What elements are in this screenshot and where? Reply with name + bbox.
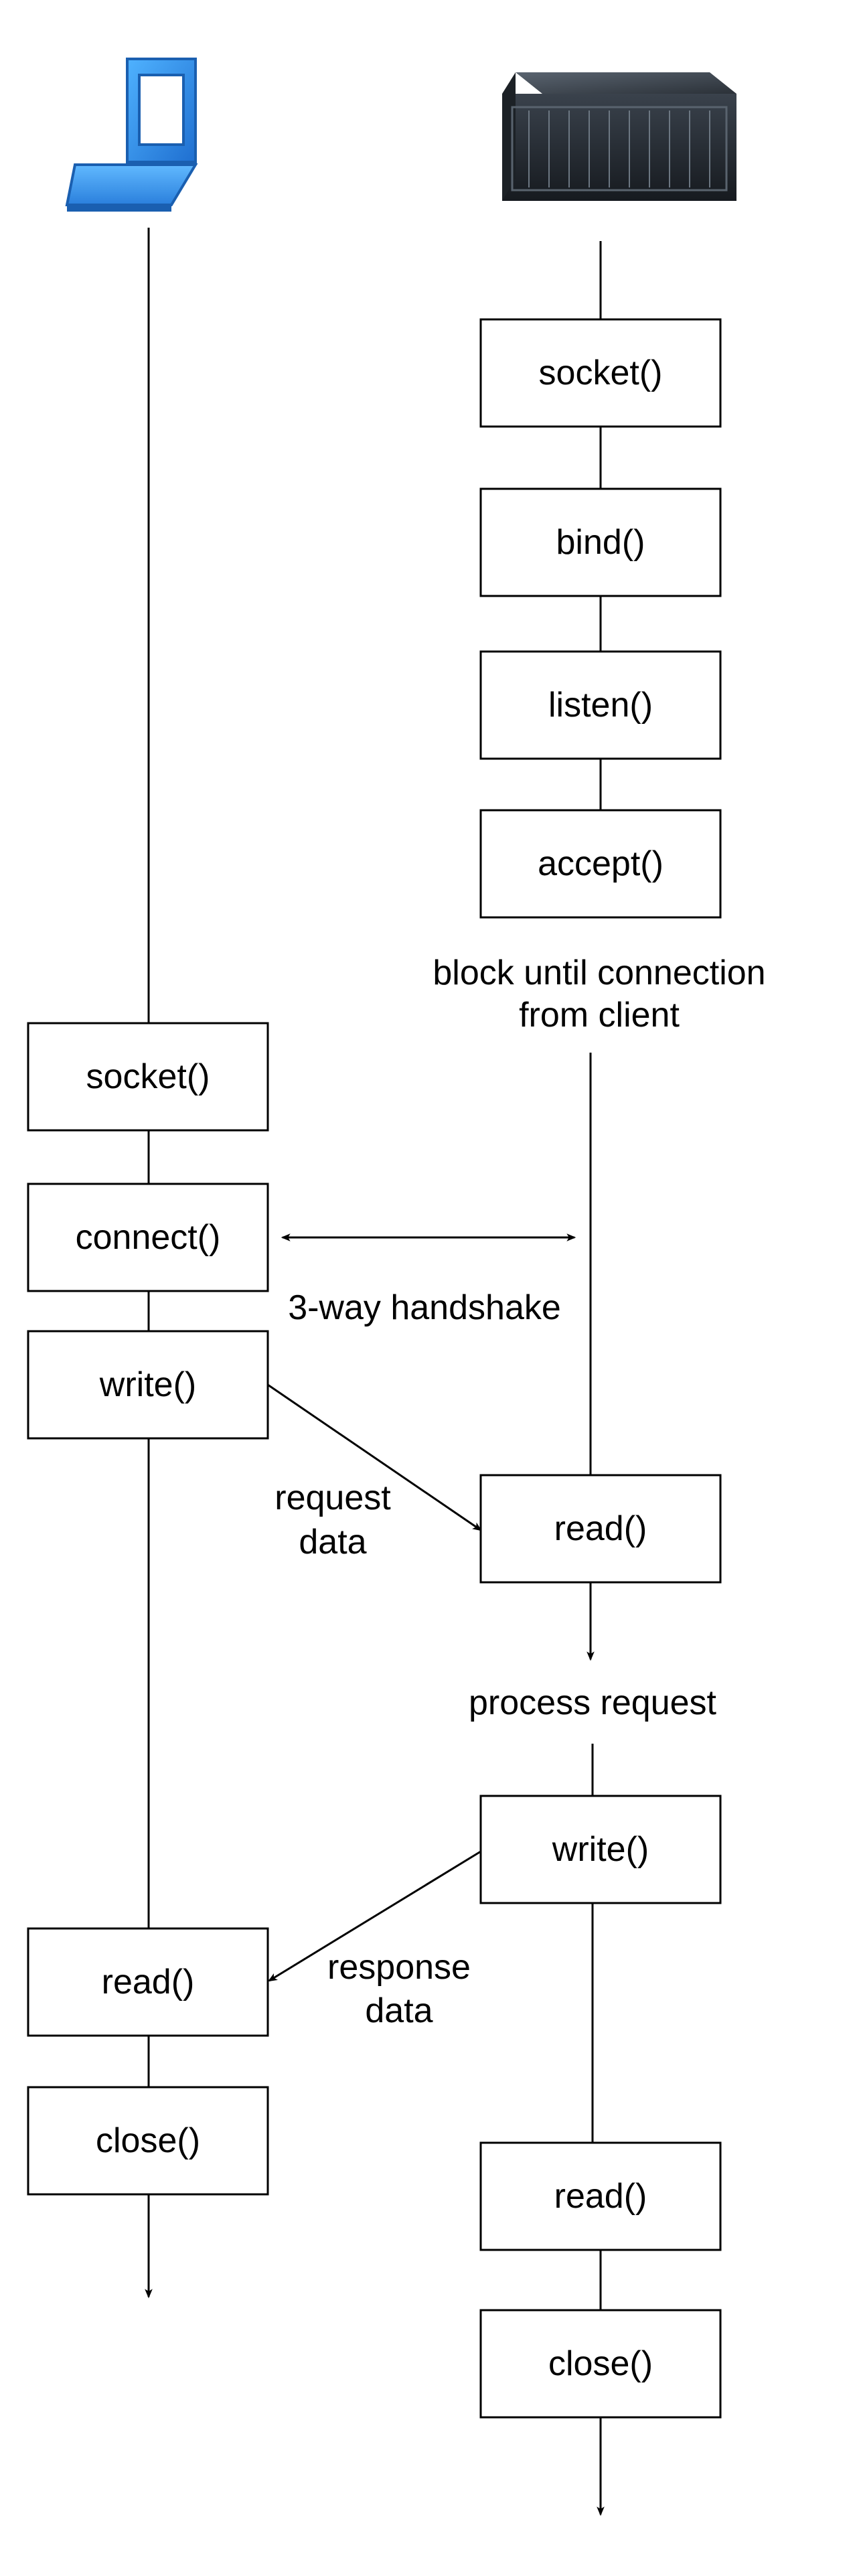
request-label: request [275, 1479, 391, 1517]
server-listen-node: listen() [479, 650, 722, 760]
server-socket-label: socket() [539, 354, 663, 392]
server-accept-node: accept() [479, 809, 722, 919]
response-label: response [327, 1948, 471, 1987]
from-client-label: from client [519, 996, 680, 1035]
client-write-label: write() [99, 1365, 196, 1404]
server-bind-label: bind() [556, 523, 645, 562]
server-accept-label: accept() [538, 844, 664, 883]
laptop-icon [65, 58, 198, 212]
client-write-node: write() [27, 1330, 269, 1440]
client-close-node: close() [27, 2086, 269, 2196]
server-listen-label: listen() [548, 686, 653, 725]
server-read-final-label: read() [554, 2177, 647, 2216]
client-close-label: close() [96, 2121, 200, 2160]
server-write-label: write() [552, 1830, 649, 1869]
response-data-label: data [365, 1991, 433, 2030]
server-socket-node: socket() [479, 318, 722, 428]
client-socket-node: socket() [27, 1022, 269, 1132]
server-rack-icon [502, 72, 736, 201]
server-read-request-label: read() [554, 1509, 647, 1548]
request-data-label: data [299, 1523, 366, 1562]
block-until-connection-label: block until connection [433, 954, 765, 992]
server-read-request-node: read() [479, 1474, 722, 1584]
server-write-node: write() [479, 1795, 722, 1904]
client-read-label: read() [102, 1963, 195, 2001]
client-socket-label: socket() [86, 1057, 210, 1096]
client-connect-label: connect() [76, 1218, 221, 1257]
client-connect-node: connect() [27, 1183, 269, 1292]
server-bind-node: bind() [479, 487, 722, 597]
process-request-label: process request [469, 1683, 717, 1722]
handshake-label: 3-way handshake [288, 1288, 561, 1327]
client-read-node: read() [27, 1927, 269, 2037]
response-data-arrow [268, 1850, 481, 1982]
server-close-label: close() [548, 2344, 653, 2383]
server-close-node: close() [479, 2309, 722, 2419]
server-read-final-node: read() [479, 2141, 722, 2251]
request-data-arrow [267, 1383, 482, 1531]
